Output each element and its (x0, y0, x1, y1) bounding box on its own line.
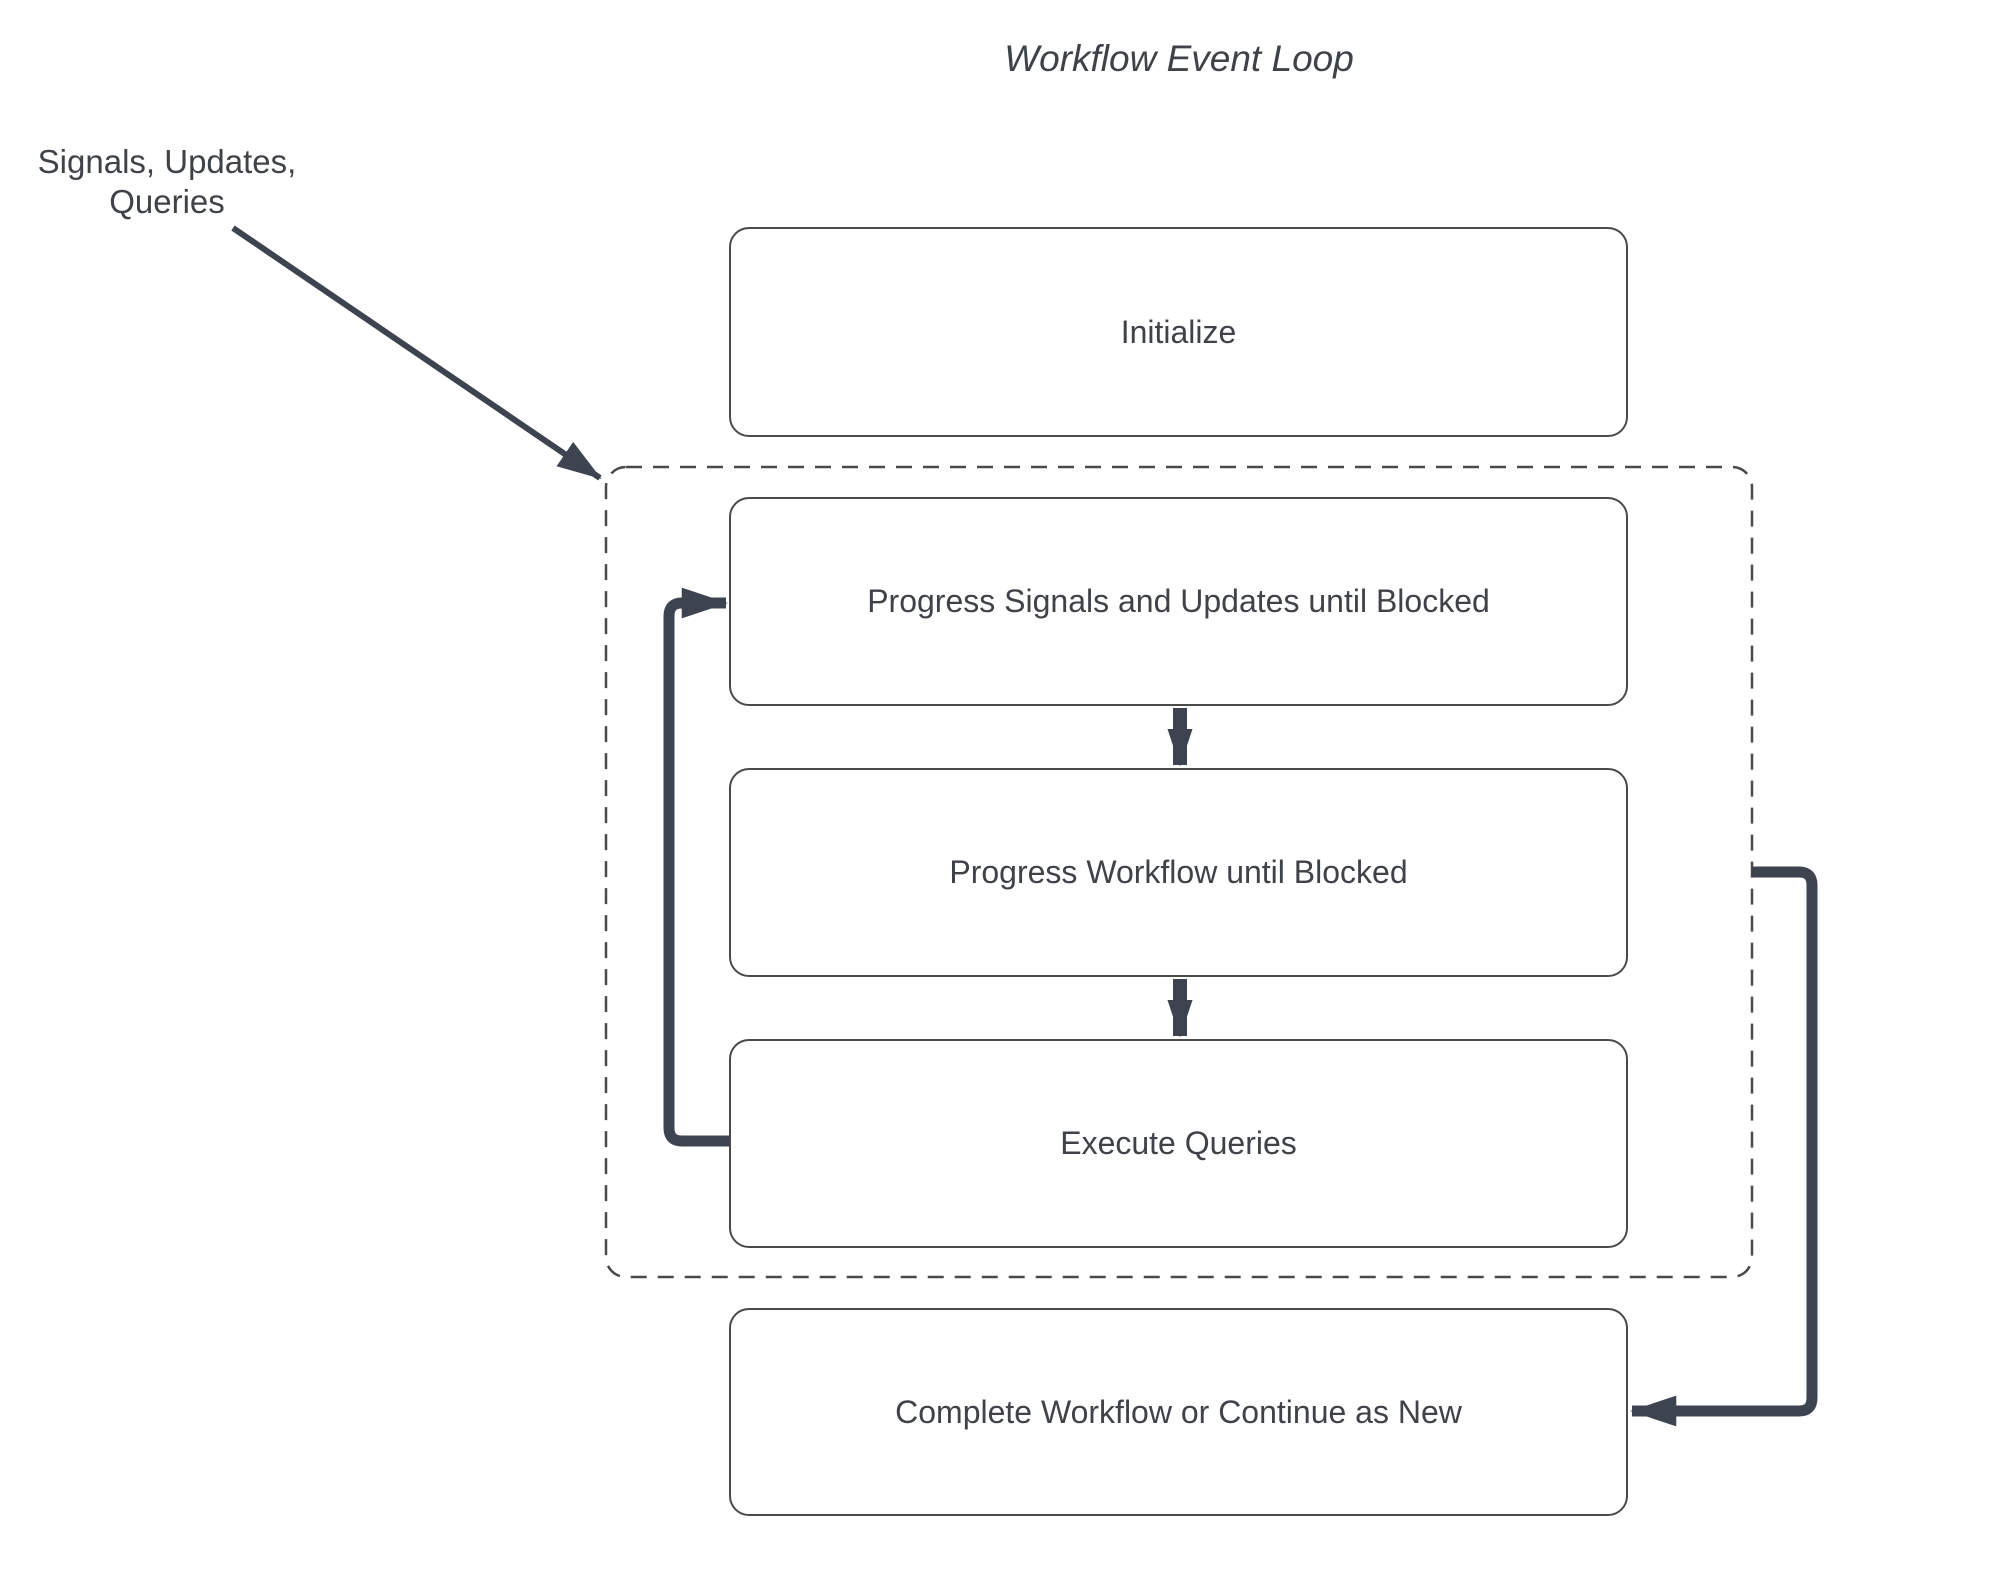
exit-to-complete-arrow (1630, 866, 1818, 1427)
loop-back-arrow (663, 587, 729, 1147)
node-label: Progress Workflow until Blocked (949, 854, 1408, 890)
signals-updates-queries-annotation: Signals, Updates, Queries (38, 142, 297, 222)
node-initialize: Initialize (729, 227, 1628, 437)
node-execute-queries: Execute Queries (729, 1039, 1628, 1248)
signals-to-loop-arrow (231, 225, 602, 481)
node-complete-workflow: Complete Workflow or Continue as New (729, 1308, 1628, 1516)
diagram-title: Workflow Event Loop (1004, 38, 1354, 79)
node-label: Execute Queries (1060, 1125, 1297, 1161)
annotation-line-2: Queries (109, 183, 225, 220)
node-label: Complete Workflow or Continue as New (895, 1393, 1462, 1430)
node-label: Initialize (1120, 313, 1237, 350)
node-progress-workflow: Progress Workflow until Blocked (729, 768, 1628, 977)
annotation-line-1: Signals, Updates, (37, 143, 297, 180)
node-label: Progress Signals and Updates until Block… (867, 583, 1490, 619)
node-progress-signals: Progress Signals and Updates until Block… (729, 497, 1628, 706)
